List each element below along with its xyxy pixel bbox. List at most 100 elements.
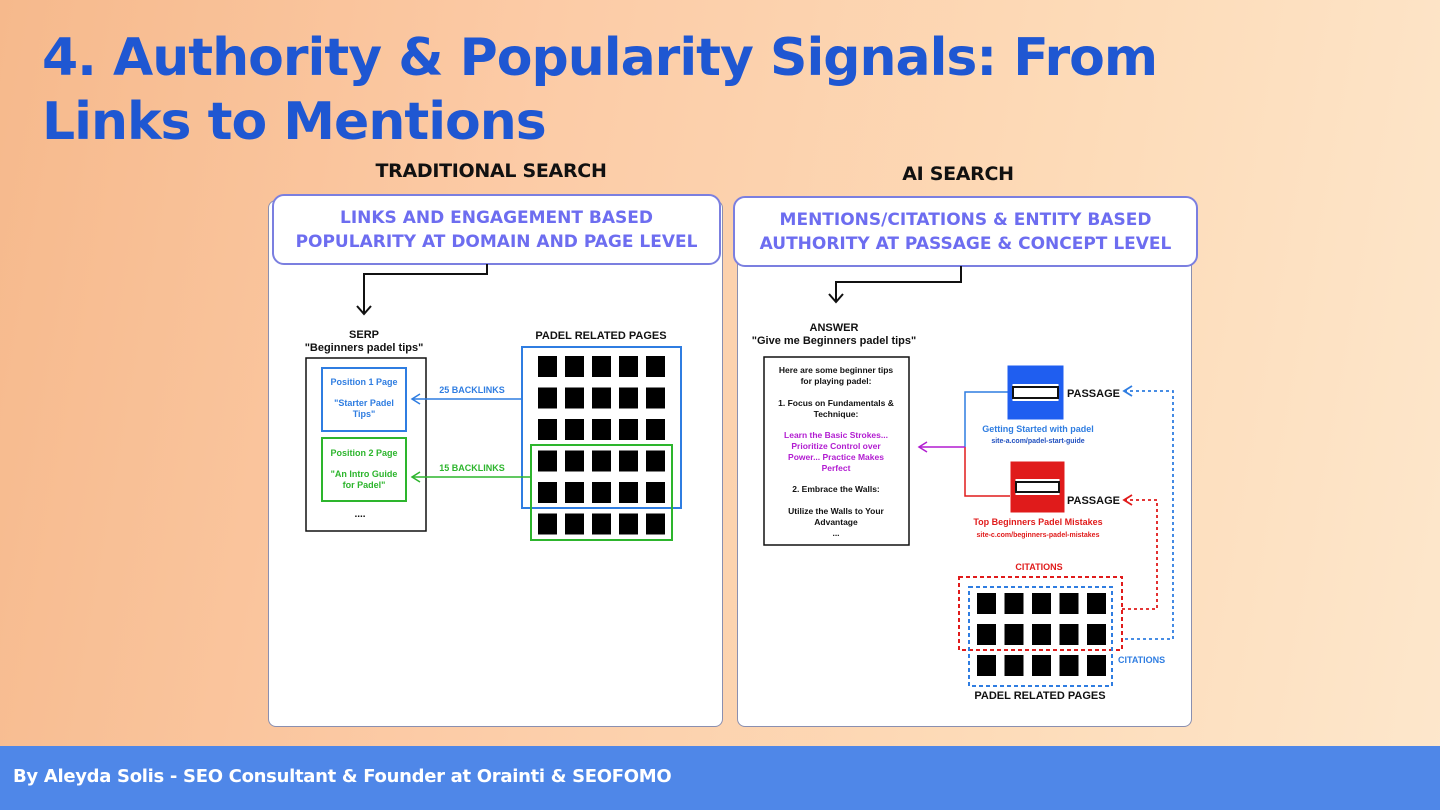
answer-line: Utilize the Walls to Your <box>788 506 884 516</box>
page-square <box>565 419 584 440</box>
citations-red-label: CITATIONS <box>1015 562 1062 572</box>
citations-red-group <box>958 576 1123 651</box>
passage2-connector <box>964 447 1010 497</box>
ai-callout: MENTIONS/CITATIONS & ENTITY BASED AUTHOR… <box>733 196 1198 267</box>
callout-arrow-trad <box>363 264 488 314</box>
page-square <box>646 356 665 377</box>
passage1-url: site-a.com/padel-start-guide <box>991 438 1084 445</box>
position1-box <box>321 367 407 432</box>
page-square <box>565 482 584 503</box>
answer-line: ... <box>832 528 839 538</box>
page-square <box>538 356 557 377</box>
ai-diagram: ANSWER "Give me Beginners padel tips" He… <box>752 266 1174 702</box>
passage2-url: site-c.com/beginners-padel-mistakes <box>977 532 1100 539</box>
passage1-title: Getting Started with padel <box>982 424 1094 434</box>
citation-blue-connector <box>1122 390 1174 640</box>
page-square <box>619 450 638 472</box>
page-square <box>646 513 665 535</box>
slide-title: 4. Authority & Popularity Signals: From … <box>42 28 1158 152</box>
page-square <box>538 482 557 503</box>
passage2-label: PASSAGE <box>1067 495 1120 507</box>
page-square <box>1032 593 1051 614</box>
citation-red-connector <box>1122 499 1158 610</box>
answer-line: 2. Embrace the Walls: <box>792 484 880 494</box>
page-square <box>592 482 611 503</box>
page-square <box>646 482 665 503</box>
page-square <box>646 450 665 472</box>
page-square <box>592 356 611 377</box>
trad-green-pages-group <box>530 444 673 541</box>
backlinks-15-label: 15 BACKLINKS <box>439 463 505 473</box>
position1-title: Position 1 Page <box>330 377 397 387</box>
traditional-callout-line1: LINKS AND ENGAGEMENT BASED <box>339 208 653 228</box>
page-square <box>619 513 638 535</box>
page-square <box>538 419 557 440</box>
page-square <box>619 482 638 503</box>
page-square <box>646 419 665 440</box>
page-square <box>619 387 638 409</box>
answer-line: Advantage <box>814 517 858 527</box>
position1-name-l1: "Starter Padel <box>334 398 394 408</box>
answer-line: 1. Focus on Fundamentals & <box>778 398 894 408</box>
page-square <box>1087 655 1106 676</box>
page-square <box>1004 624 1024 645</box>
page-square <box>619 356 638 377</box>
page-square <box>565 450 584 472</box>
answer-line: for playing padel: <box>801 376 872 386</box>
page-square <box>592 387 611 409</box>
page-square <box>592 419 611 440</box>
answer-query: "Give me Beginners padel tips" <box>752 335 916 347</box>
page-square <box>1059 624 1079 645</box>
page-square <box>1032 624 1051 645</box>
page-square <box>977 655 996 676</box>
ai-callout-line2: AUTHORITY AT PASSAGE & CONCEPT LEVEL <box>759 234 1172 254</box>
serp-query: "Beginners padel tips" <box>305 342 424 354</box>
page-square <box>1004 593 1024 614</box>
answer-line: Here are some beginner tips <box>779 365 894 375</box>
answer-line: Power... Practice Makes <box>788 452 884 462</box>
backlinks-25-label: 25 BACKLINKS <box>439 385 505 395</box>
arrowhead-ai <box>828 293 844 304</box>
passage2-doc-icon <box>1010 461 1065 513</box>
page-square <box>565 387 584 409</box>
page-square <box>565 513 584 535</box>
answer-text: Here are some beginner tips for playing … <box>778 365 894 538</box>
page-square <box>1059 655 1079 676</box>
position2-box <box>321 437 407 502</box>
page-square <box>977 593 996 614</box>
answer-box <box>763 356 910 546</box>
serp-label: SERP <box>349 329 379 341</box>
trad-pages-label: PADEL RELATED PAGES <box>535 330 666 342</box>
answer-line: Perfect <box>822 463 851 473</box>
position2-title: Position 2 Page <box>330 448 397 458</box>
page-square <box>538 387 557 409</box>
serp-ellipsis: .... <box>354 509 365 520</box>
answer-line: Learn the Basic Strokes... <box>784 430 888 440</box>
ai-page-squares <box>977 593 1106 676</box>
traditional-search-heading: TRADITIONAL SEARCH <box>375 160 607 182</box>
footer-bar: By Aleyda Solis - SEO Consultant & Found… <box>0 746 1440 810</box>
traditional-diagram: SERP "Beginners padel tips" Position 1 P… <box>305 264 682 541</box>
citations-blue-label: CITATIONS <box>1118 655 1165 665</box>
position2-name-l1: "An Intro Guide <box>331 469 398 479</box>
traditional-callout-line2: POPULARITY AT DOMAIN AND PAGE LEVEL <box>295 232 698 252</box>
position1-name-l2: Tips" <box>353 409 376 419</box>
page-square <box>646 387 665 409</box>
trad-blue-pages-group <box>521 346 682 509</box>
answer-label: ANSWER <box>810 322 859 334</box>
passage1-doc-icon <box>1007 365 1064 420</box>
page-square <box>1059 593 1079 614</box>
passage1-connector <box>964 391 1010 447</box>
page-square <box>592 513 611 535</box>
position2-name-l2: for Padel" <box>343 480 386 490</box>
trad-page-squares <box>538 356 665 535</box>
page-square <box>1004 655 1024 676</box>
answer-line: Technique: <box>814 409 859 419</box>
page-square <box>538 450 557 472</box>
page-square <box>538 513 557 535</box>
page-square <box>619 419 638 440</box>
ai-pages-label: PADEL RELATED PAGES <box>974 690 1105 702</box>
ai-callout-line1: MENTIONS/CITATIONS & ENTITY BASED <box>779 210 1152 230</box>
callout-arrow-ai <box>835 266 962 302</box>
citations-blue-group <box>968 586 1113 687</box>
